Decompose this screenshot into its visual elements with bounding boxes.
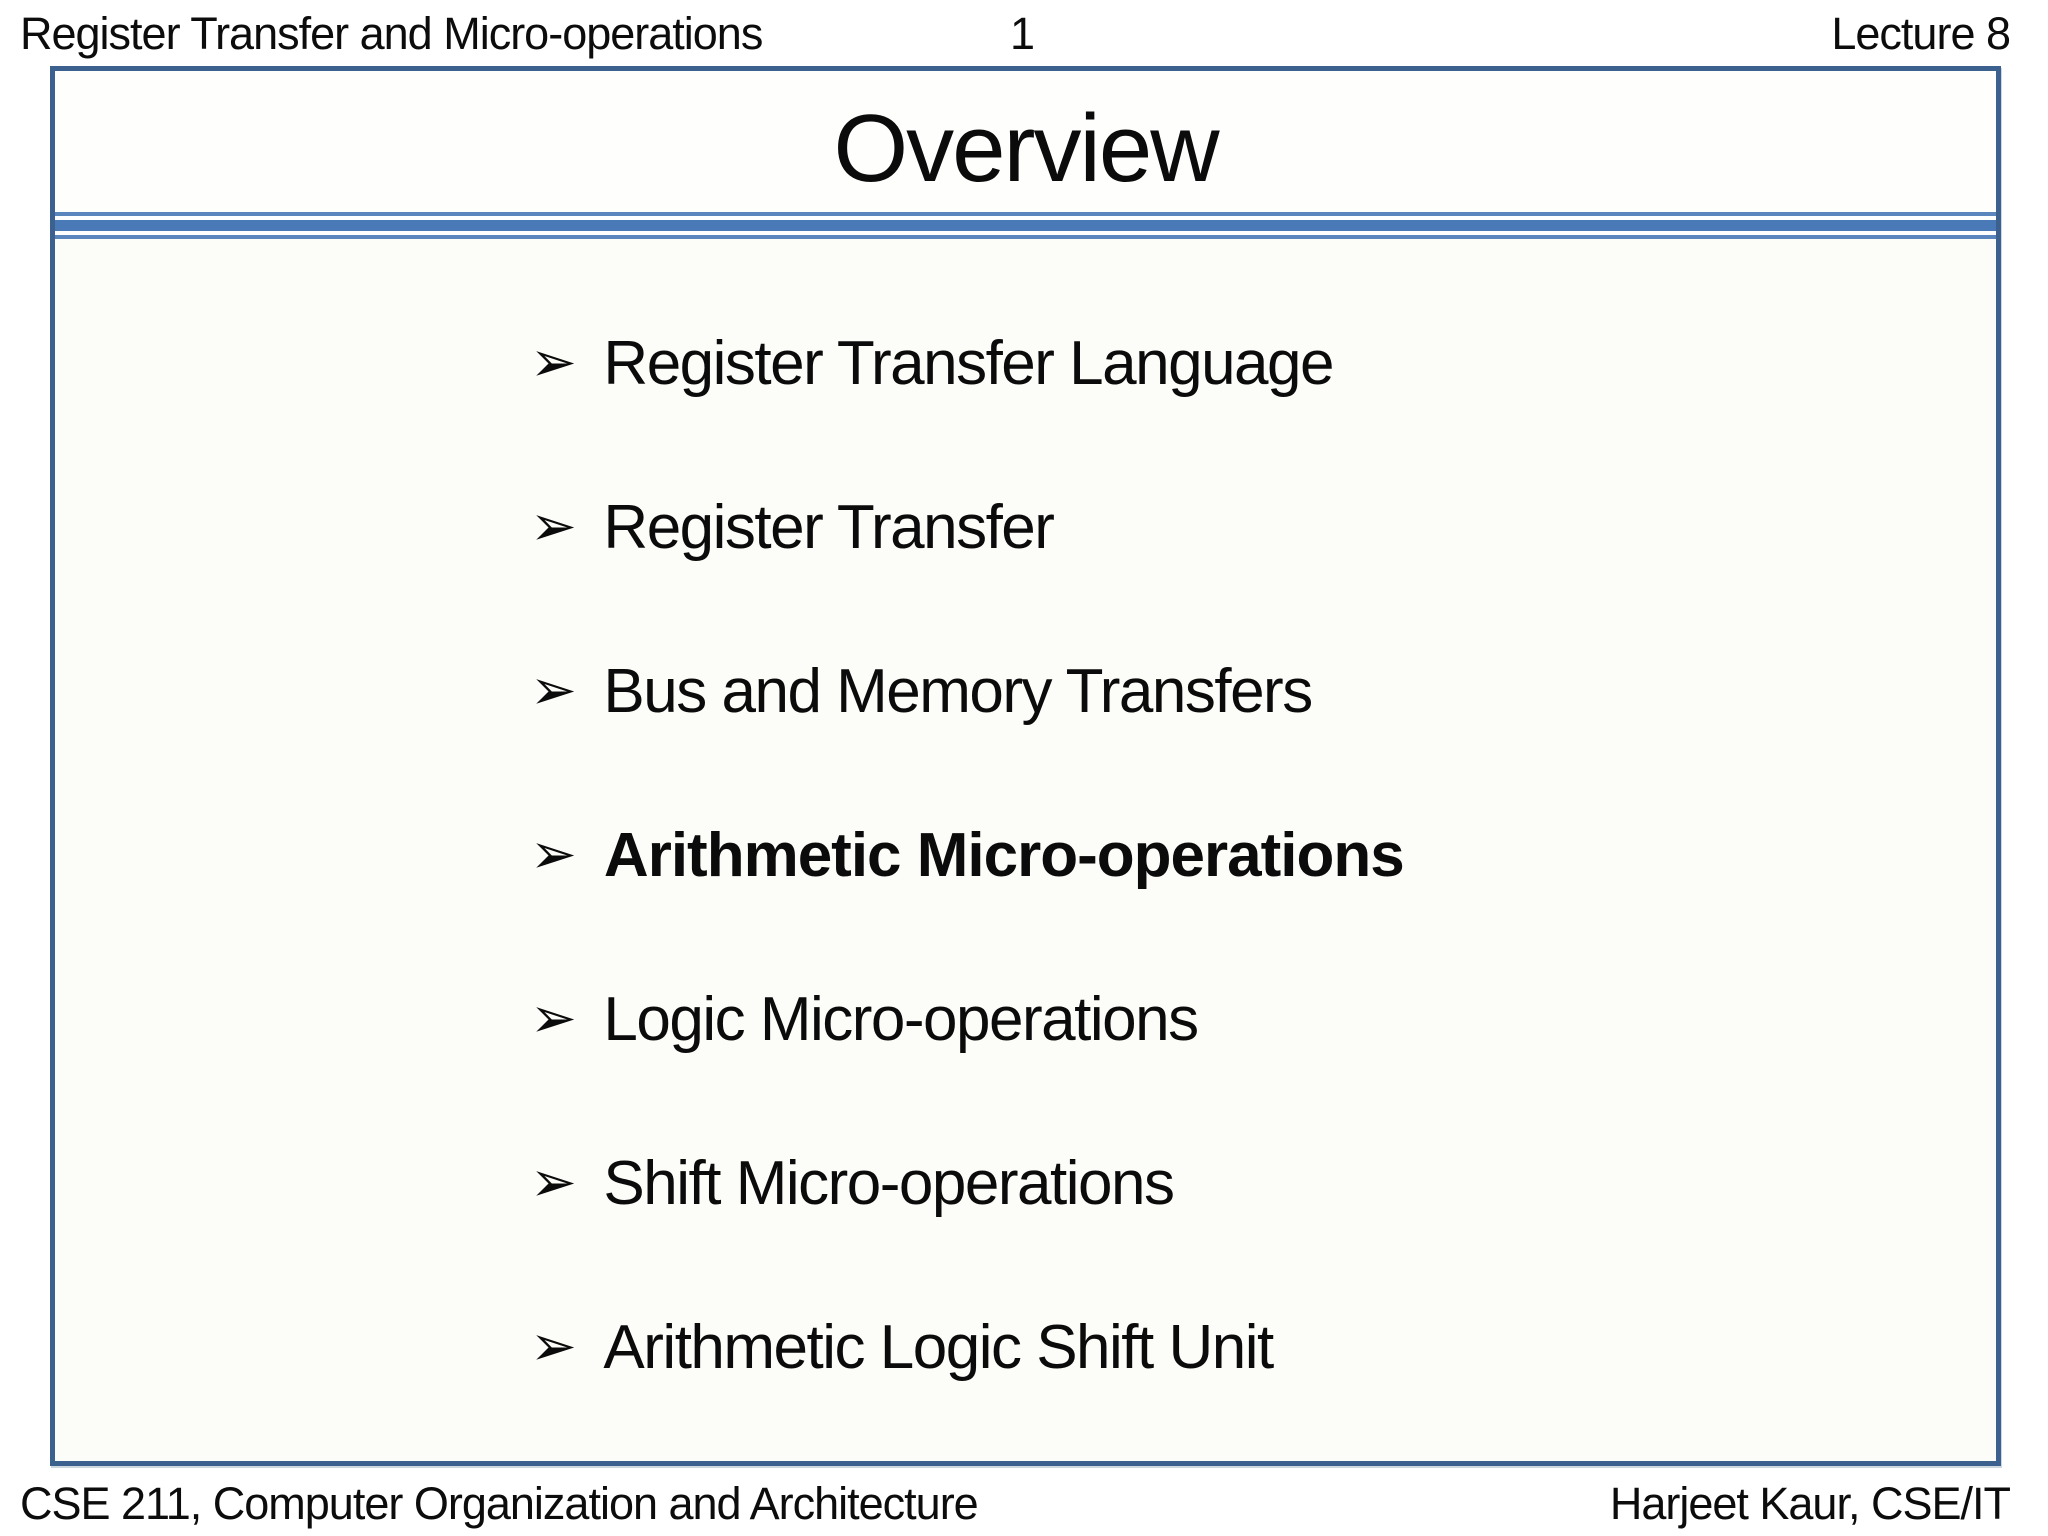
arrowhead-bullet-icon: ➢ [530,1150,577,1215]
footer-strip: CSE 211, Computer Organization and Archi… [20,1474,2024,1532]
arrowhead-bullet-icon: ➢ [530,1314,577,1379]
list-item-label: Bus and Memory Transfers [603,656,1313,726]
list-item-label: Shift Micro-operations [603,1148,1175,1218]
separator-line-bottom [55,235,1996,239]
footer-course-name: CSE 211, Computer Organization and Archi… [20,1478,979,1529]
separator-gap [55,216,1996,220]
list-item-label: Arithmetic Micro-operations [603,820,1405,890]
overview-list: ➢ Register Transfer Language ➢ Register … [55,239,1996,1429]
header-strip: Register Transfer and Micro-operations 1… [20,6,2024,64]
separator-band [55,220,1996,231]
list-item: ➢ Register Transfer Language [530,281,1996,445]
separator-gap [55,231,1996,235]
header-lecture-number: Lecture 8 [1831,8,2011,59]
slide-title: Overview [833,94,1219,202]
list-item-highlighted: ➢ Arithmetic Micro-operations [530,773,1996,937]
title-separator [55,212,1996,239]
list-item-label: Register Transfer Language [603,328,1334,398]
list-item-label: Register Transfer [603,492,1055,562]
slide-title-area: Overview [55,71,1996,212]
separator-line-top [55,212,1996,216]
header-course-topic: Register Transfer and Micro-operations [20,8,763,59]
footer-author: Harjeet Kaur, CSE/IT [1609,1478,2011,1529]
slide-frame: Overview ➢ Register Transfer Language ➢ … [50,66,2001,1466]
list-item-label: Arithmetic Logic Shift Unit [603,1312,1274,1382]
list-item: ➢ Arithmetic Logic Shift Unit [530,1265,1996,1429]
arrowhead-bullet-icon: ➢ [530,494,577,559]
header-page-number: 1 [1009,8,1035,59]
arrowhead-bullet-icon: ➢ [530,330,577,395]
list-item: ➢ Shift Micro-operations [530,1101,1996,1265]
list-item: ➢ Bus and Memory Transfers [530,609,1996,773]
arrowhead-bullet-icon: ➢ [530,822,577,887]
list-item: ➢ Logic Micro-operations [530,937,1996,1101]
arrowhead-bullet-icon: ➢ [530,986,577,1051]
arrowhead-bullet-icon: ➢ [530,658,577,723]
list-item: ➢ Register Transfer [530,445,1996,609]
list-item-label: Logic Micro-operations [603,984,1199,1054]
